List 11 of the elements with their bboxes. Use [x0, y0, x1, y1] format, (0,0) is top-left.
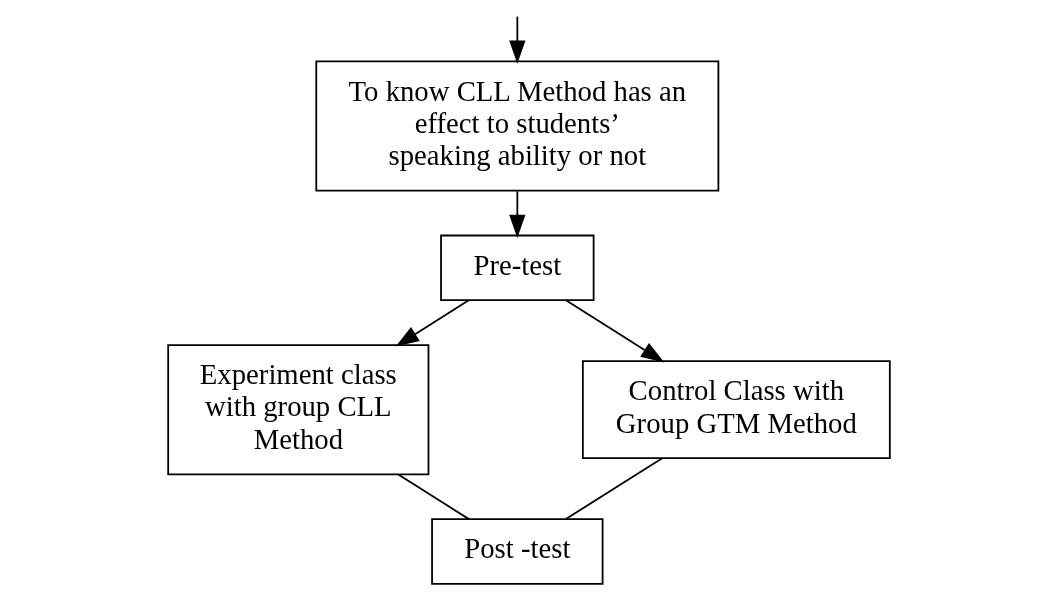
arrow: [395, 299, 470, 347]
node-box: Experiment class with group CLL Method: [167, 344, 430, 476]
node-box: Pre-test: [440, 234, 595, 302]
connector: [397, 473, 470, 521]
node-box: Post -test: [431, 518, 604, 585]
arrow: [509, 190, 526, 239]
connector: [565, 457, 664, 520]
arrow: [509, 15, 526, 64]
node-box: To know CLL Method has an effect to students’ speaking ability or not: [315, 60, 720, 192]
node-box: Control Class with Group GTM Method: [581, 360, 891, 459]
arrow: [565, 299, 665, 363]
